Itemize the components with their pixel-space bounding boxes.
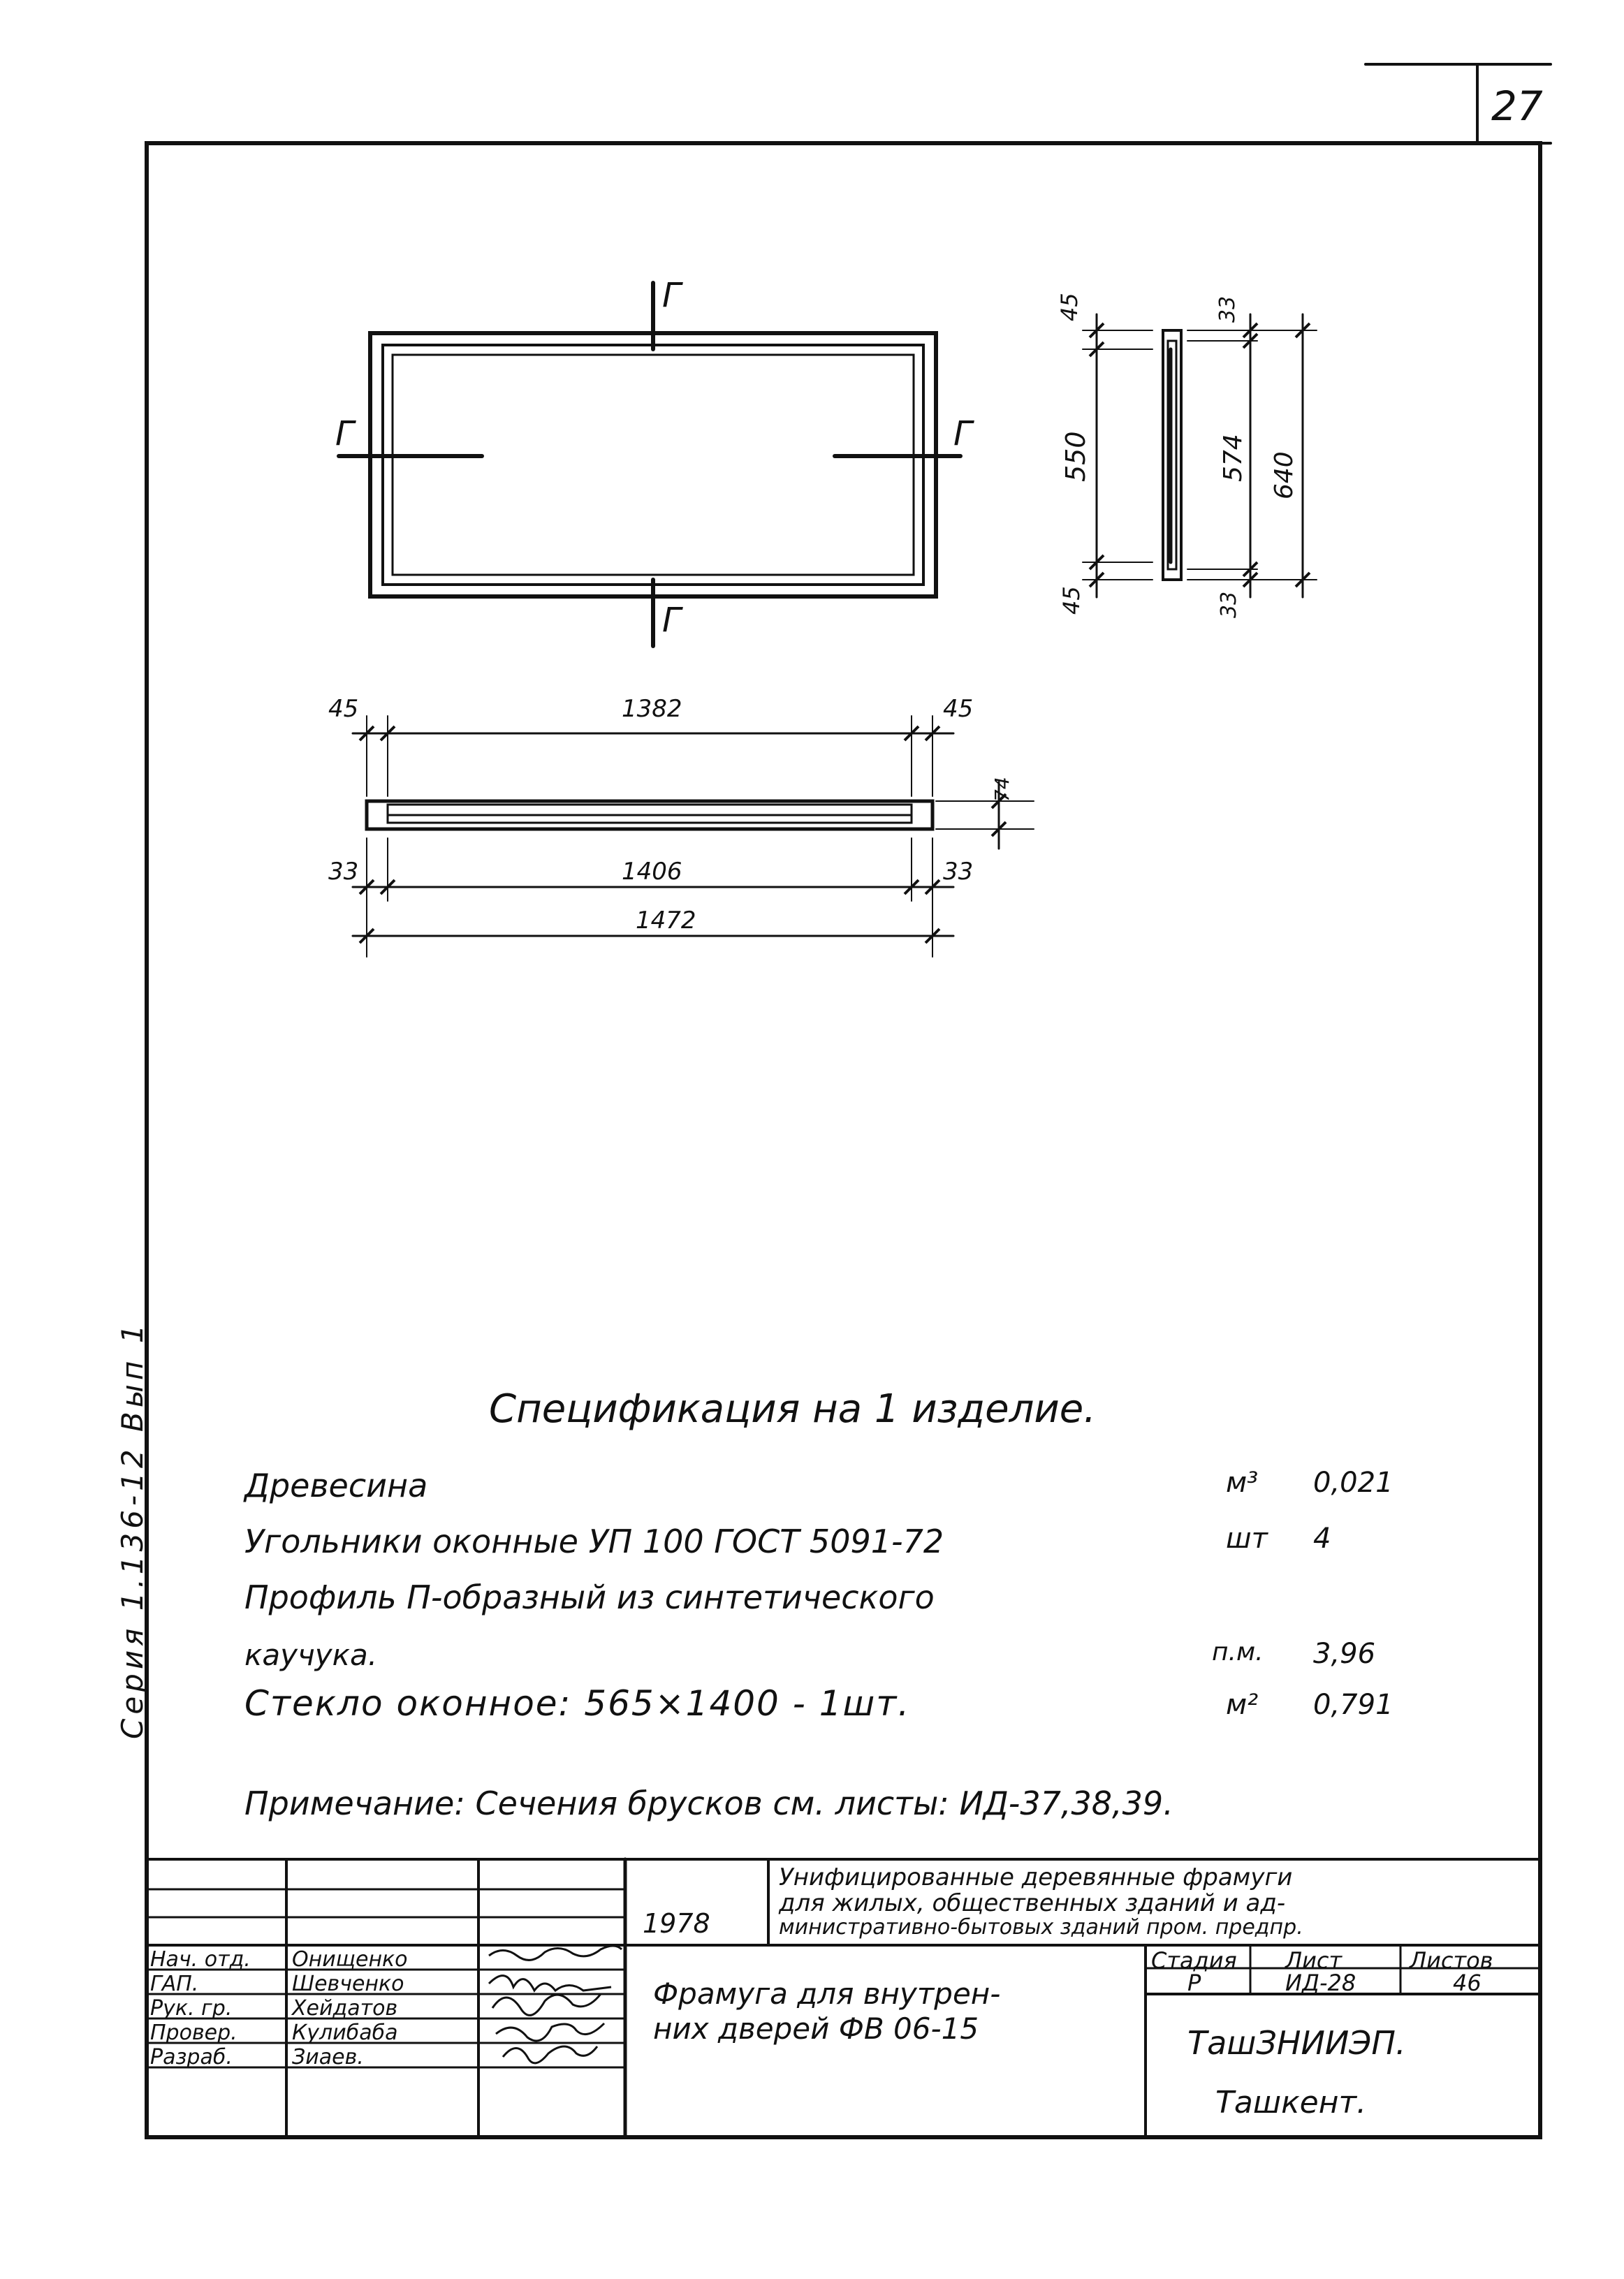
- person-role: Рук. гр.: [150, 1996, 233, 2021]
- dim-label: 1382: [622, 695, 682, 723]
- person-name: Онищенко: [292, 1947, 408, 1972]
- sheet-label: Лист: [1285, 1947, 1343, 1974]
- person-role: ГАП.: [150, 1972, 199, 1996]
- stage-label: Стадия: [1151, 1947, 1237, 1974]
- person-role: Нач. отд.: [150, 1947, 251, 1972]
- section-mark-left: Г: [335, 414, 354, 453]
- organization: ТашЗНИИЭП.: [1187, 2024, 1406, 2062]
- spec-row-name: Стекло оконное: 565×1400 - 1шт.: [244, 1683, 911, 1724]
- sheet-value: ИД-28: [1285, 1970, 1356, 1996]
- project-title-line: министративно-бытовых зданий пром. предп…: [779, 1915, 1303, 1940]
- spec-row-name: каучука.: [244, 1638, 378, 1672]
- spec-row-name: Профиль П-образный из синтетического: [244, 1578, 935, 1616]
- project-title-line: Унифицированные деревянные фрамуги: [779, 1863, 1293, 1891]
- dim-label: 45: [943, 695, 974, 723]
- dim-label: 33: [328, 858, 359, 886]
- sheets-label: Листов: [1410, 1947, 1493, 1974]
- spec-row-qty: 4: [1313, 1523, 1331, 1555]
- section-mark-right: Г: [953, 414, 972, 453]
- title-year: 1978: [643, 1908, 710, 1939]
- person-name: Зиаев.: [292, 2045, 364, 2069]
- spec-row-name: Угольники оконные УП 100 ГОСТ 5091-72: [244, 1523, 944, 1560]
- signature-1: [488, 1944, 623, 1961]
- dim-label: 45: [328, 695, 359, 723]
- spec-title: Спецификация на 1 изделие.: [489, 1386, 1097, 1432]
- city: Ташкент.: [1215, 2085, 1367, 2120]
- spec-row-unit: шт: [1226, 1523, 1268, 1555]
- section-mark-bottom: Г: [662, 601, 681, 640]
- stage-value: Р: [1187, 1970, 1201, 1996]
- signature-4: [495, 2022, 606, 2042]
- section-mark-top: Г: [662, 276, 681, 315]
- person-name: Кулибаба: [292, 2021, 398, 2045]
- spec-row-unit: м³: [1226, 1467, 1259, 1499]
- spec-note: Примечание: Сечения брусков см. листы: И…: [244, 1785, 1173, 1822]
- person-role: Разраб.: [150, 2045, 233, 2069]
- dim-label: 1472: [636, 907, 696, 935]
- spec-row-qty: 0,791: [1313, 1689, 1393, 1721]
- person-role: Провер.: [150, 2021, 237, 2045]
- spec-row-unit: м²: [1226, 1689, 1259, 1721]
- sheets-value: 46: [1453, 1970, 1482, 1996]
- spec-row-unit: п.м.: [1212, 1638, 1264, 1666]
- drawing-title-line: них дверей ФВ 06-15: [653, 2011, 979, 2046]
- dim-label: 33: [943, 858, 974, 886]
- spec-row-qty: 3,96: [1313, 1638, 1376, 1670]
- spec-row-name: Древесина: [244, 1467, 428, 1504]
- project-title-line: для жилых, общественных зданий и ад-: [779, 1889, 1286, 1917]
- dim-label: 1406: [622, 858, 682, 886]
- spec-row-qty: 0,021: [1313, 1467, 1393, 1499]
- drawing-title-line: Фрамуга для внутрен-: [653, 1977, 1001, 2011]
- sheet-number: 27: [1491, 82, 1543, 130]
- person-name: Шевченко: [292, 1972, 404, 1996]
- person-name: Хейдатов: [292, 1996, 398, 2021]
- signature-3: [491, 1993, 602, 2016]
- signature-2: [488, 1974, 612, 1993]
- signature-5: [502, 2045, 599, 2065]
